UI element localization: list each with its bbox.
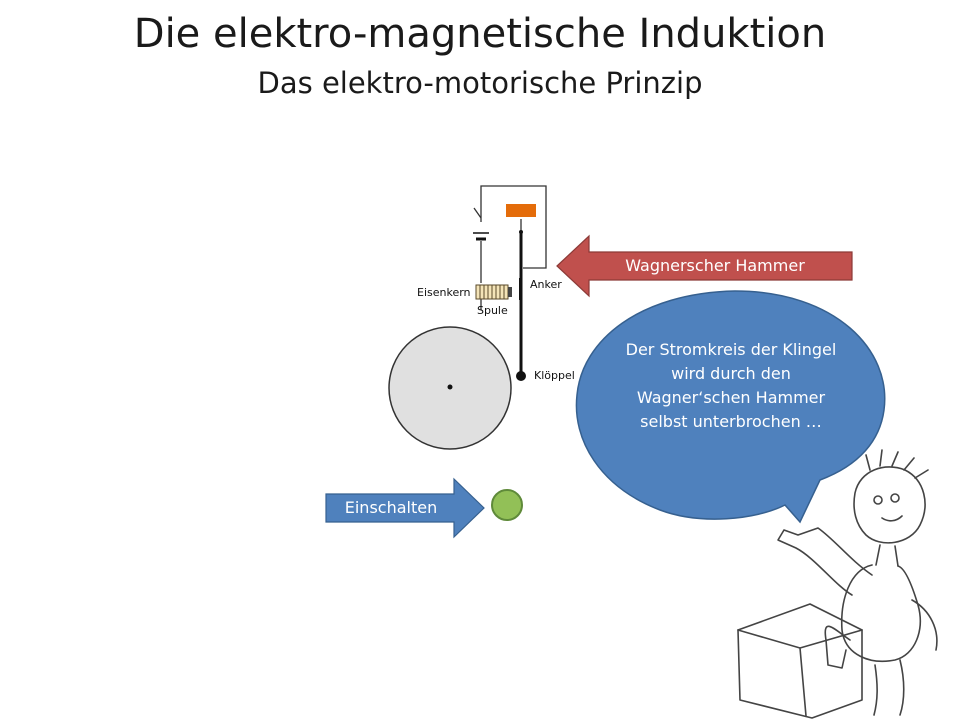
label-anker: Anker — [530, 278, 562, 291]
kloeppel-icon — [516, 371, 526, 381]
label-spule: Spule — [477, 304, 508, 317]
switch-on-button[interactable] — [491, 489, 523, 521]
armature — [506, 204, 536, 381]
label-kloeppel: Klöppel — [534, 369, 575, 382]
switch-arrow-label: Einschalten — [344, 498, 438, 517]
speech-bubble — [575, 290, 886, 524]
hammer-arrow-label: Wagnerscher Hammer — [625, 256, 805, 275]
figure-icon — [737, 449, 938, 719]
slide-subtitle: Das elektro-motorische Prinzip — [257, 66, 703, 100]
switch-arrow — [325, 477, 485, 539]
switch-icon — [473, 207, 482, 222]
label-eisenkern: Eisenkern — [417, 286, 471, 299]
battery-icon — [473, 232, 489, 241]
hammer-arrow — [556, 234, 853, 298]
bell-center-dot — [447, 384, 453, 390]
speech-bubble-text: Der Stromkreis der Klingel wird durch de… — [625, 340, 837, 431]
anker-block — [506, 204, 536, 217]
slide-title: Die elektro-magnetische Induktion — [133, 11, 827, 57]
coil-icon — [475, 284, 512, 300]
